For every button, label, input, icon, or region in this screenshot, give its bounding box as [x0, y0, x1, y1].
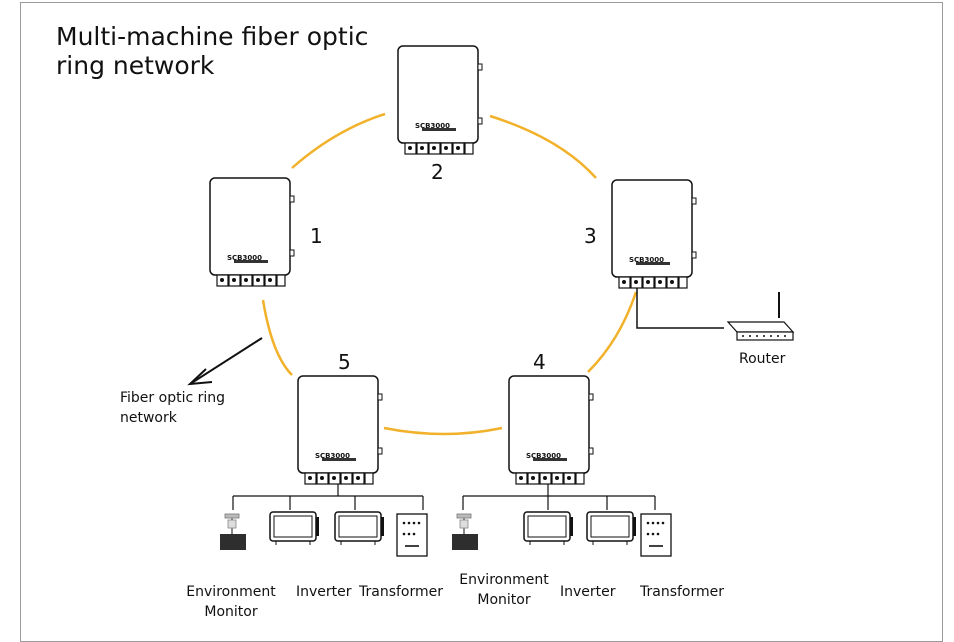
transformer-label: Transformer: [359, 584, 444, 600]
env-monitor-label: Environment Monitor: [459, 572, 549, 608]
data-logger-3: [611, 179, 697, 289]
env-monitor-label: Environment Monitor: [186, 584, 276, 620]
data-logger-1: [209, 177, 295, 287]
transformer-icon: [640, 513, 672, 557]
inverter-icon: [334, 511, 385, 546]
router-label: Router: [739, 351, 786, 367]
network-diagram: [187, 45, 795, 557]
transformer-label: Transformer: [640, 584, 725, 600]
device-number-3: 3: [584, 224, 597, 248]
inverter-label: Inverter: [560, 584, 616, 600]
fiber-ring: [261, 112, 638, 436]
device-number-1: 1: [310, 224, 323, 248]
fiber-ring-annotation: Fiber optic ring network: [120, 390, 226, 426]
data-logger-5: [297, 375, 383, 485]
device-number-5: 5: [338, 350, 351, 374]
data-logger-2: [397, 45, 483, 155]
device-brand: SCB3000: [315, 452, 350, 460]
device-number-2: 2: [431, 160, 444, 184]
data-logger-4: [508, 375, 594, 485]
inverter-icon: [523, 511, 574, 546]
environment-monitor-icon: [451, 513, 479, 551]
bus-group-5: [232, 484, 424, 510]
device-number-4: 4: [533, 350, 546, 374]
device-brand: SCB3000: [629, 256, 664, 264]
router-cable: [636, 288, 724, 329]
inverter-icon: [586, 511, 637, 546]
environment-monitor-icon: [219, 513, 247, 551]
inverter-label: Inverter: [296, 584, 352, 600]
router-icon: [726, 292, 795, 341]
annotation-arrow: [187, 337, 263, 386]
device-brand: SCB3000: [526, 452, 561, 460]
device-brand: SCB3000: [227, 254, 262, 262]
diagram-title: Multi-machine fiber optic ring network: [56, 22, 369, 80]
bus-group-4: [462, 484, 656, 510]
transformer-icon: [396, 513, 428, 557]
inverter-icon: [269, 511, 320, 546]
device-brand: SCB3000: [415, 122, 450, 130]
